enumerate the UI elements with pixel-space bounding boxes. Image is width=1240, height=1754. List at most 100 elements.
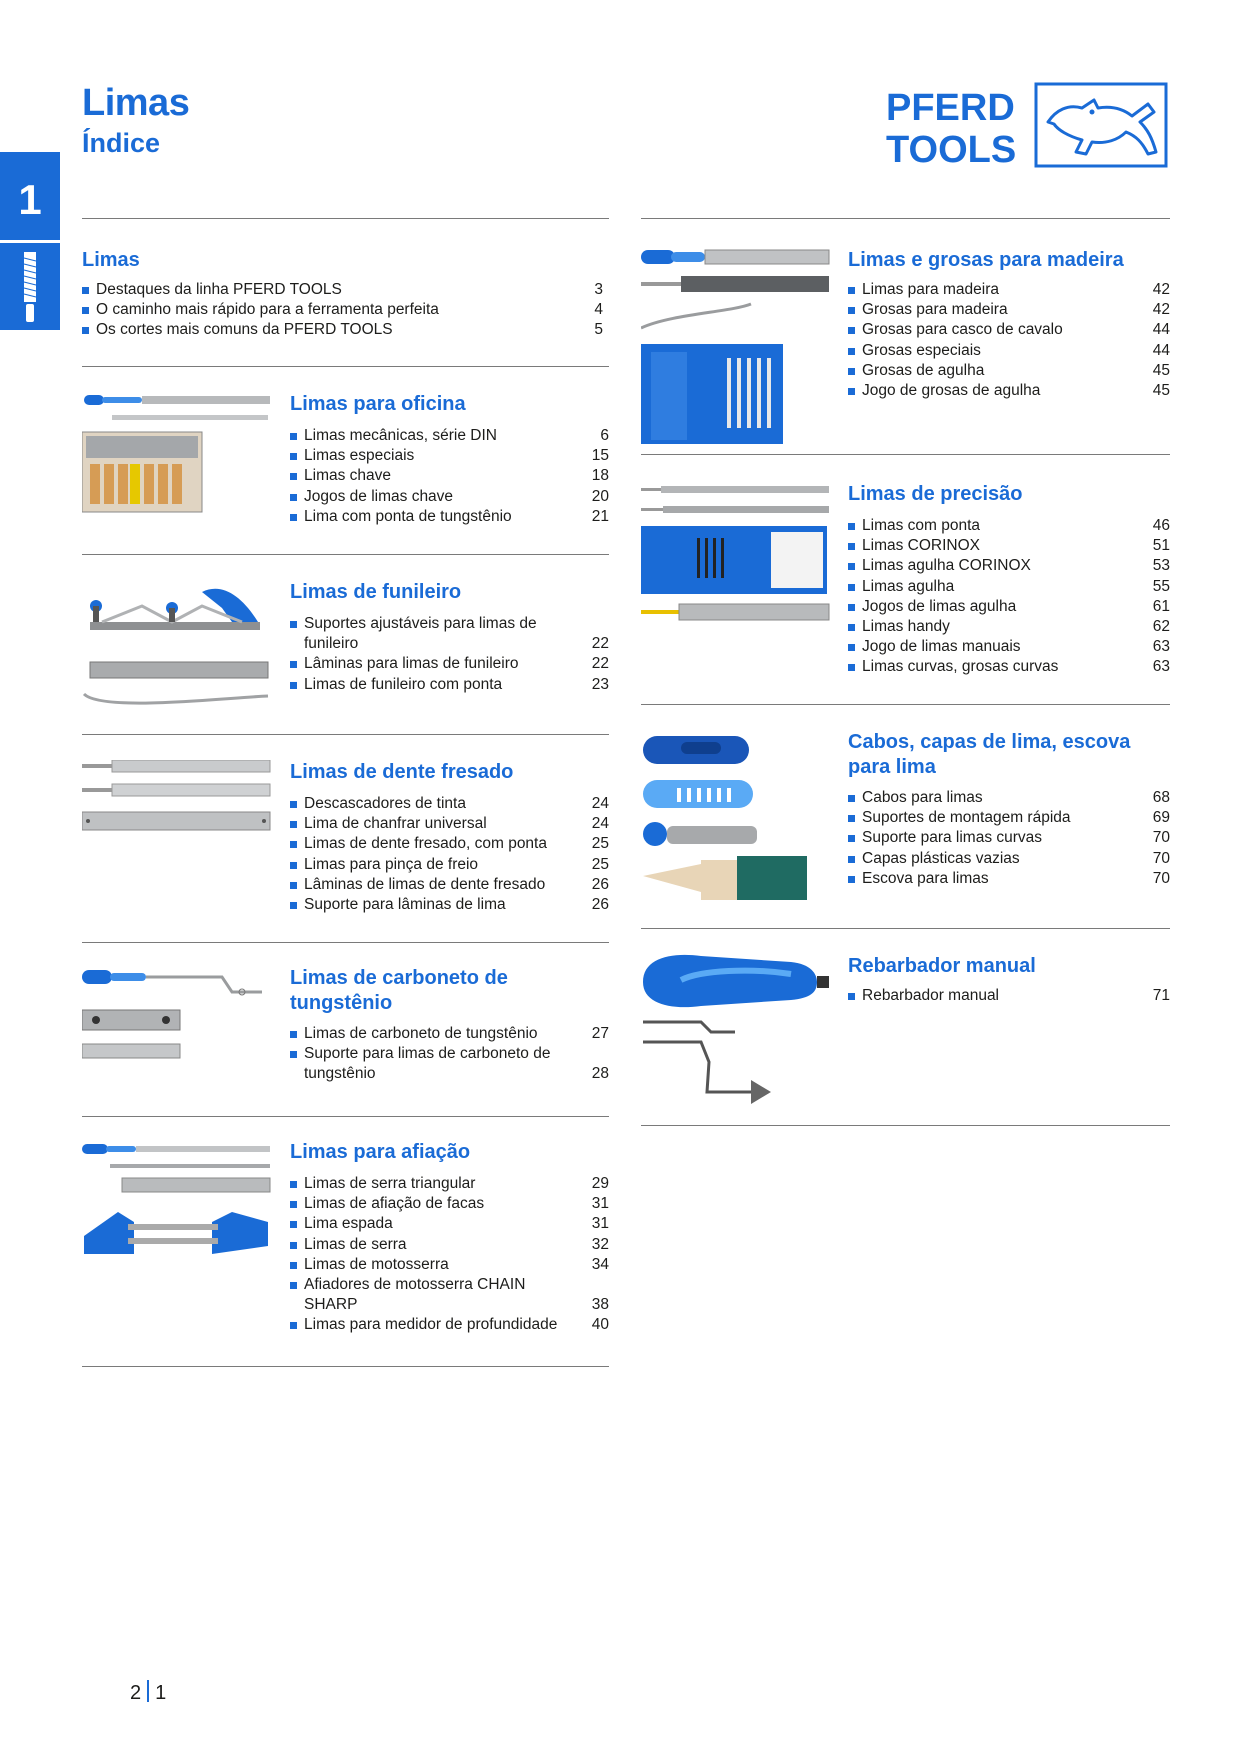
section-cabos: Cabos, capas de lima, escova para lima C…	[641, 704, 1170, 930]
section-madeira: Limas e grosas para madeira Limas para m…	[641, 218, 1170, 456]
svg-text:PFERD: PFERD	[886, 87, 1015, 129]
section-title: Limas para oficina	[290, 393, 466, 415]
section-divider	[641, 454, 1170, 455]
section-title: Limas de precisão	[848, 483, 1023, 505]
list-item[interactable]: O caminho mais rápido para a ferramenta …	[82, 300, 603, 320]
section-divider	[641, 928, 1170, 929]
section-afiacao: Limas para afiação Limas de serra triang…	[82, 1116, 609, 1366]
page-number-right: 1	[155, 1682, 167, 1704]
hand-deburrer-image	[643, 954, 829, 1104]
precision-files-image	[641, 486, 830, 621]
section-list: Suportes ajustáveis para limas de funile…	[290, 614, 609, 695]
sharpening-files-image	[82, 1144, 271, 1254]
list-item[interactable]: Suportes ajustáveis para limas de funile…	[290, 614, 609, 654]
handles-brush-image	[643, 736, 807, 900]
section-title: Limas de carboneto de tungstênio	[290, 967, 508, 1014]
section-funileiro: Limas de funileiro Suportes ajustáveis p…	[82, 554, 609, 734]
section-divider	[641, 1125, 1170, 1126]
wood-rasps-image	[641, 249, 830, 444]
section-oficina: Limas para oficina Limas mecânicas, séri…	[82, 366, 609, 556]
page-number-separator	[147, 1680, 150, 1702]
section-divider	[82, 554, 609, 555]
section-title: Cabos, capas de lima, escova para lima	[848, 731, 1131, 778]
chapter-tab-divider	[0, 240, 60, 243]
page-title: Limas	[82, 82, 190, 124]
section-fresado: Limas de dente fresado Descascadores de …	[82, 734, 609, 942]
section-divider	[641, 704, 1170, 705]
chapter-tab: 1	[0, 152, 60, 330]
section-divider	[82, 218, 609, 219]
chapter-number: 1	[18, 176, 42, 223]
milled-files-image	[82, 760, 271, 831]
pferd-tools-logo: PFERD TOOLS	[886, 82, 1168, 168]
sheet-metal-files-image	[82, 588, 269, 705]
section-divider	[82, 366, 609, 367]
section-title: Rebarbador manual	[848, 955, 1036, 977]
section-title: Limas para afiação	[290, 1141, 471, 1163]
page-subtitle: Índice	[82, 128, 161, 158]
svg-text:TOOLS: TOOLS	[886, 129, 1016, 168]
file-icon	[23, 252, 37, 322]
section-title: Limas de funileiro	[290, 581, 462, 603]
carbide-files-image	[82, 970, 262, 1059]
list-item[interactable]: Suporte para limas de carboneto de tungs…	[290, 1044, 609, 1084]
section-divider	[82, 734, 609, 735]
section-divider	[82, 942, 609, 943]
